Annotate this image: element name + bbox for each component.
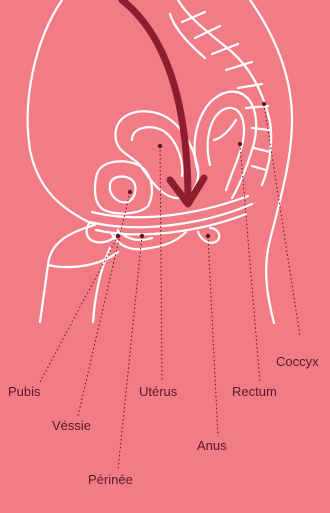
label-coccyx: Coccyx — [276, 354, 319, 370]
perinee-leader — [118, 236, 142, 470]
rectum-leader — [240, 144, 260, 382]
label-rectum: Rectum — [232, 384, 277, 400]
rectum-inner — [208, 108, 244, 190]
body-back-outline — [250, 0, 292, 323]
bladder-inner — [110, 177, 135, 203]
uterus-leader — [160, 146, 162, 380]
label-anus: Anus — [197, 438, 227, 454]
uterus-inner — [132, 127, 182, 176]
body-front-outline — [28, 0, 95, 322]
label-perinee: Périnée — [88, 472, 133, 488]
anus-leader — [208, 236, 218, 436]
label-pubis: Pubis — [8, 384, 41, 400]
label-uterus: Utérus — [139, 384, 177, 400]
downward-arrow — [122, 0, 204, 204]
bladder-shape — [95, 161, 152, 213]
label-vessie: Véssie — [52, 418, 91, 434]
pubis-leader — [40, 236, 118, 382]
